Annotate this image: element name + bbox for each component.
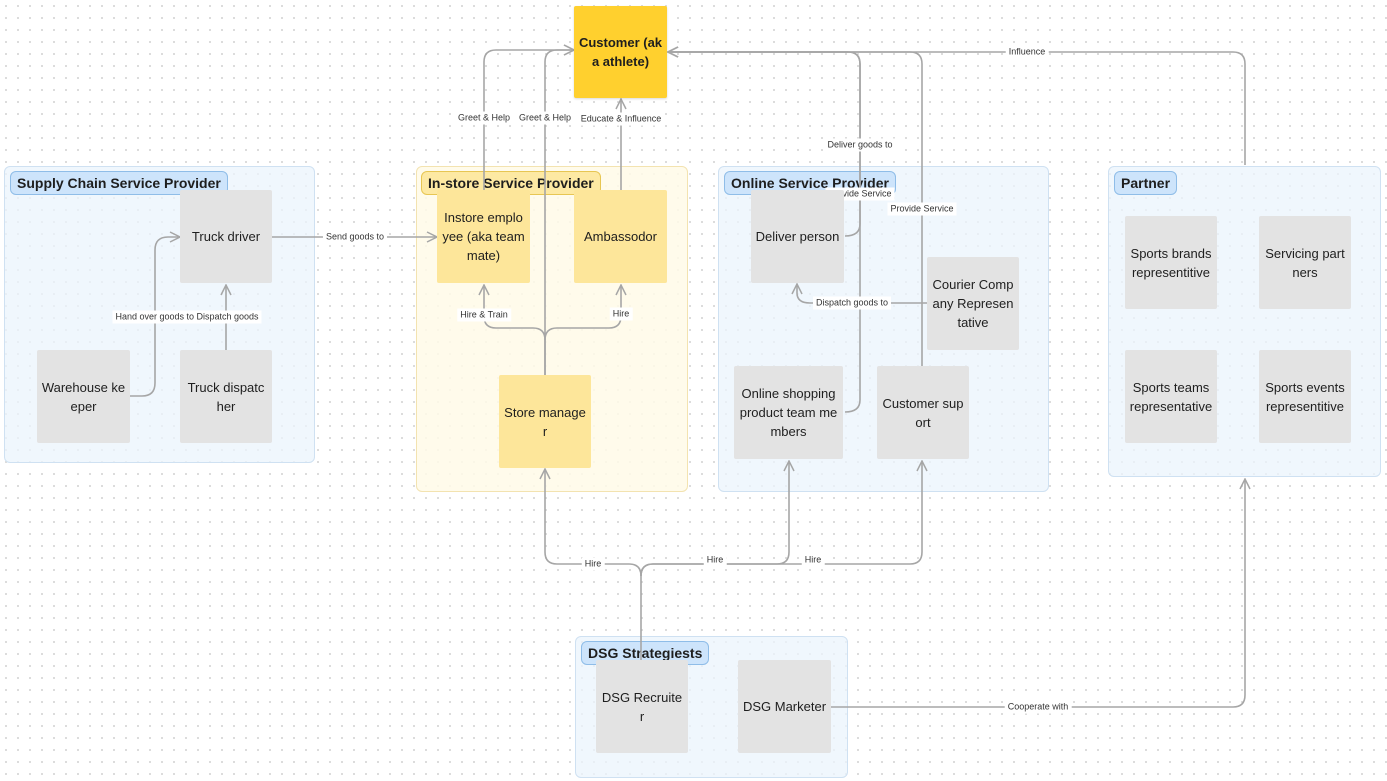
edge-label-hire-store: Hire	[581, 557, 605, 571]
edge-label-influence: Influence	[1005, 45, 1049, 59]
edge-support-to-customer	[668, 52, 923, 366]
partner-title: Partner	[1114, 171, 1178, 195]
edge-recruiter-to-support	[640, 461, 922, 577]
servicing-partners-node[interactable]: Servicing partners	[1259, 216, 1351, 309]
warehouse-keeper-node[interactable]: Warehouse keeper	[37, 350, 130, 443]
supply-chain-title: Supply Chain Service Provider	[10, 171, 228, 195]
sports-brands-node[interactable]: Sports brands representitive	[1125, 216, 1217, 309]
edge-label-hand-over: Hand over goods to Dispatch goods	[112, 310, 262, 324]
edge-label-deliver-goods: Deliver goods to	[824, 138, 896, 152]
edge-manager-to-instore	[484, 285, 546, 375]
edge-label-hire-train: Hire & Train	[457, 308, 511, 322]
edge-courier-to-deliver	[797, 284, 927, 304]
edge-label-cooperate: Cooperate with	[1004, 700, 1072, 714]
edge-partner-to-customer	[668, 52, 1246, 165]
truck-driver-node[interactable]: Truck driver	[180, 190, 272, 283]
edge-label-provide-service-support: Provide Service	[887, 202, 957, 216]
deliver-person-node[interactable]: Deliver person	[751, 190, 844, 283]
courier-rep-node[interactable]: Courier Company Representative	[927, 257, 1019, 350]
store-manager-node[interactable]: Store manager	[499, 375, 591, 468]
edge-marketer-to-partner	[831, 479, 1245, 708]
ambassador-node[interactable]: Ambassodor	[574, 190, 667, 283]
edge-label-greet-help-instore: Greet & Help	[454, 111, 514, 125]
edge-manager-to-customer	[544, 50, 574, 375]
edge-label-dispatch-goods: Dispatch goods to	[812, 296, 892, 310]
truck-dispatcher-node[interactable]: Truck dispatcher	[180, 350, 272, 443]
dsg-marketer-node[interactable]: DSG Marketer	[738, 660, 831, 753]
edge-label-send-goods: Send goods to	[322, 230, 388, 244]
edge-label-hire-support: Hire	[801, 553, 825, 567]
edge-label-educate-influence: Educate & Influence	[577, 112, 665, 126]
customer-support-node[interactable]: Customer suport	[877, 366, 969, 459]
online-team-node[interactable]: Online shopping product team members	[734, 366, 843, 459]
edge-label-hire-ambassador: Hire	[609, 307, 633, 321]
edge-label-hire-online: Hire	[703, 553, 727, 567]
customer-node[interactable]: Customer (aka athlete)	[574, 6, 667, 98]
edge-label-greet-help-manager: Greet & Help	[515, 111, 575, 125]
instore-employee-node[interactable]: Instore employee (aka teammate)	[437, 190, 530, 283]
sports-teams-node[interactable]: Sports teams representative	[1125, 350, 1217, 443]
edge-instore-to-customer	[483, 50, 574, 194]
sports-events-node[interactable]: Sports events representitive	[1259, 350, 1351, 443]
dsg-recruiter-node[interactable]: DSG Recruiter	[596, 660, 688, 753]
